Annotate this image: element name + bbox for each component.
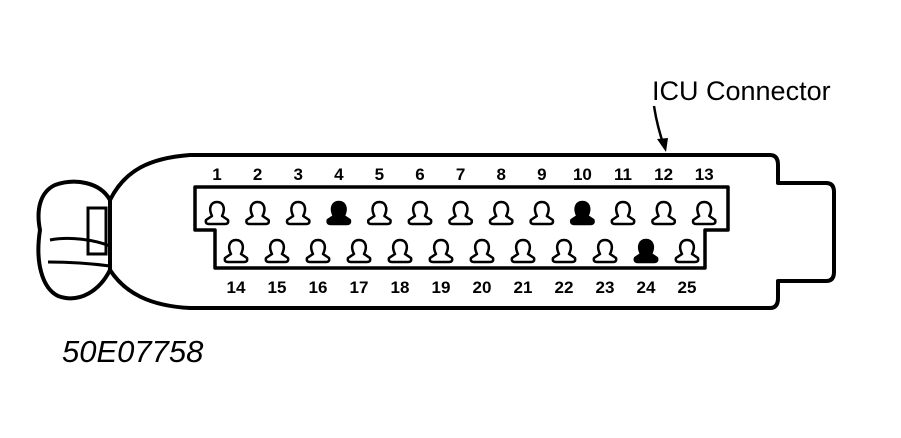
pin-number-label: 23 bbox=[596, 278, 615, 297]
pin-terminal-empty bbox=[610, 200, 636, 226]
pin-number-label: 6 bbox=[415, 165, 424, 184]
pin-terminal-filled bbox=[569, 200, 595, 226]
pin-terminal-empty bbox=[366, 200, 392, 226]
pin-terminal-empty bbox=[551, 238, 577, 264]
pin-terminal-empty bbox=[674, 238, 700, 264]
connector-body bbox=[108, 153, 836, 310]
pin-cavity bbox=[193, 185, 730, 270]
pin-number-label: 18 bbox=[391, 278, 410, 297]
pin-number-label: 16 bbox=[309, 278, 328, 297]
pin-terminal-empty bbox=[204, 200, 230, 226]
figure-id: 50E07758 bbox=[62, 334, 204, 369]
wire-harness-inner bbox=[47, 260, 111, 268]
pin-number-label: 19 bbox=[432, 278, 451, 297]
pin-terminal-empty bbox=[469, 238, 495, 264]
pin-number-label: 22 bbox=[555, 278, 574, 297]
pin-terminal-empty bbox=[305, 238, 331, 264]
callout-label: ICU Connector bbox=[652, 76, 831, 106]
pin-terminal-empty bbox=[285, 200, 311, 226]
pin-number-label: 10 bbox=[573, 165, 592, 184]
pin-terminal-empty bbox=[488, 200, 514, 226]
pin-terminal-empty bbox=[651, 200, 677, 226]
pin-terminal-empty bbox=[448, 200, 474, 226]
wire-harness bbox=[36, 179, 112, 301]
pin-terminal-empty bbox=[691, 200, 717, 226]
pin-terminal-filled bbox=[326, 200, 352, 226]
pin-number-label: 15 bbox=[268, 278, 287, 297]
wire-harness-inner bbox=[49, 236, 111, 248]
pin-number-label: 17 bbox=[350, 278, 369, 297]
pin-terminal-empty bbox=[387, 238, 413, 264]
pin-terminal-empty bbox=[245, 200, 271, 226]
callout-arrow-head bbox=[657, 138, 668, 152]
pin-number-label: 7 bbox=[456, 165, 465, 184]
pin-number-label: 25 bbox=[678, 278, 697, 297]
pin-number-label: 13 bbox=[695, 165, 714, 184]
pin-number-label: 11 bbox=[614, 165, 632, 184]
pin-number-label: 5 bbox=[375, 165, 384, 184]
pin-terminal-filled bbox=[633, 238, 659, 264]
pin-terminal-empty bbox=[264, 238, 290, 264]
pin-terminal-empty bbox=[428, 238, 454, 264]
pin-terminal-empty bbox=[510, 238, 536, 264]
pin-terminal-empty bbox=[223, 238, 249, 264]
pin-number-label: 8 bbox=[496, 165, 505, 184]
pin-terminal-empty bbox=[346, 238, 372, 264]
pin-terminal-empty bbox=[407, 200, 433, 226]
latch-tab bbox=[86, 206, 108, 256]
pin-number-label: 20 bbox=[473, 278, 492, 297]
pin-number-label: 2 bbox=[253, 165, 262, 184]
pin-number-label: 14 bbox=[227, 278, 246, 297]
pin-terminal-empty bbox=[592, 238, 618, 264]
pin-number-label: 21 bbox=[514, 278, 533, 297]
pin-number-label: 12 bbox=[654, 165, 673, 184]
pin-number-label: 9 bbox=[537, 165, 546, 184]
pin-number-label: 4 bbox=[334, 165, 344, 184]
pin-terminal-empty bbox=[529, 200, 555, 226]
pin-number-label: 24 bbox=[637, 278, 656, 297]
pin-number-label: 1 bbox=[212, 165, 221, 184]
pin-number-label: 3 bbox=[293, 165, 302, 184]
